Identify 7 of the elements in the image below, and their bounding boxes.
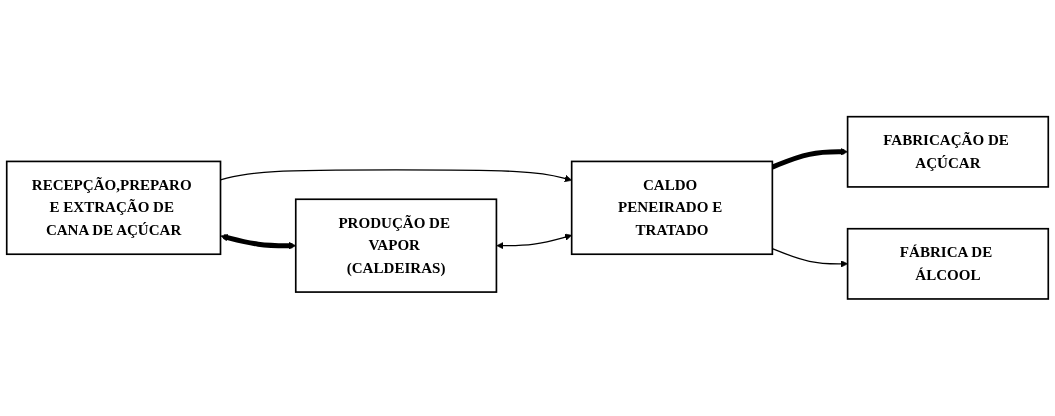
node-box: FABRICAÇÃO DE AÇÚCAR — [846, 116, 1050, 188]
node-box: FÁBRICA DE ÁLCOOL — [846, 228, 1050, 300]
arrow — [496, 233, 572, 250]
node-box: CALDO PENEIRADO E TRATADO — [570, 160, 774, 256]
arrow — [771, 148, 848, 170]
node-box: RECEPÇÃO,PREPARO E EXTRAÇÃO DE CANA DE AÇÚCAR — [5, 160, 222, 256]
node-box: PRODUÇÃO DE VAPOR (CALDEIRAS) — [294, 198, 498, 294]
